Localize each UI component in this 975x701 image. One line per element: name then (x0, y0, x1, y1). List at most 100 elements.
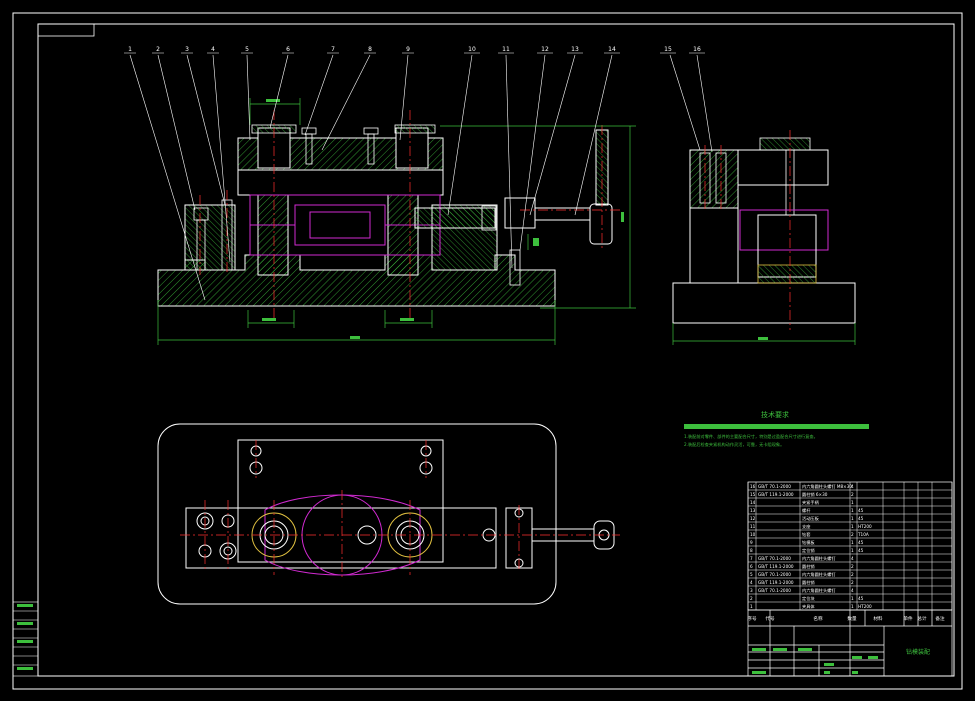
bom-cell: 5 (750, 572, 753, 577)
leader-lines (129, 54, 713, 301)
side-view (672, 130, 856, 345)
tech-req-title: 技术要求 (761, 410, 789, 419)
tech-req-bar (684, 424, 869, 429)
tech-req-line-2: 2.装配后检查夹紧机构动作灵活，可靠，无卡阻现象。 (684, 441, 784, 448)
corner-code-box (37, 23, 95, 37)
balloon-8: 8 (368, 46, 372, 53)
bom-header-cell: 数量 (847, 615, 857, 622)
bom-cell: 1 (851, 508, 854, 513)
bom-cell: 4 (750, 580, 753, 585)
bom-cell: 定位块 (802, 595, 815, 602)
bom-cell: 1 (851, 500, 854, 505)
bom-cell: 2 (851, 580, 854, 585)
bom-cell: 45 (858, 596, 864, 601)
balloon-3: 3 (185, 46, 189, 53)
bom-cell: HT200 (858, 524, 872, 529)
bom-cell: 夹紧手柄 (802, 499, 819, 506)
bom-cell: 16 (750, 484, 756, 489)
top-view (157, 423, 620, 605)
bom-cell: 内六角圆柱头螺钉 (802, 555, 836, 562)
bom-cell: 14 (750, 500, 756, 505)
bom-cell: GB/T 119.1-2000 (758, 580, 794, 585)
bom-cell: T10A (857, 532, 869, 537)
balloon-4: 4 (211, 46, 215, 53)
balloon-7: 7 (331, 46, 335, 53)
title-block (747, 609, 953, 677)
left-edge-table (12, 601, 39, 677)
bom-cell: GB/T 70.1-2000 (758, 572, 791, 577)
bom-cell: 4 (851, 588, 854, 593)
bom-cell: 2 (851, 564, 854, 569)
bom-cell: 13 (750, 508, 756, 513)
bom-cell: 支座 (802, 523, 810, 530)
balloon-10: 10 (468, 46, 476, 53)
bom-cell: 夹具体 (802, 603, 815, 610)
bom-cell: 45 (858, 540, 864, 545)
bom-cell: 3 (750, 588, 753, 593)
bom-cell: 1 (851, 516, 854, 521)
balloon-16: 16 (693, 46, 701, 53)
bom-cell: GB/T 119.1-2000 (758, 492, 794, 497)
bom-cell: 4 (851, 556, 854, 561)
bom-cell: 1 (750, 604, 753, 609)
bom-cell: 1 (851, 540, 854, 545)
part-balloons: 1 2 3 4 5 6 7 8 9 10 11 12 13 14 15 16 (128, 46, 701, 53)
bom-header-cell: 备注 (935, 615, 945, 622)
bom-cell: 45 (858, 508, 864, 513)
bom-cell: 10 (750, 532, 756, 537)
bom-cell: 定位销 (802, 547, 815, 554)
bom-cell: 9 (750, 540, 753, 545)
balloon-13: 13 (571, 46, 579, 53)
technical-requirements: 技术要求 1.装配前对零件、部件的主要配合尺寸，特别是过盈配合尺寸进行复查。 2… (684, 410, 869, 448)
bom-cell: 6 (750, 564, 753, 569)
balloon-9: 9 (406, 46, 410, 53)
balloon-15: 15 (664, 46, 672, 53)
bom-cell: 2 (851, 572, 854, 577)
bom-cell: 内六角圆柱头螺钉 (802, 571, 836, 578)
bom-cell: 12 (750, 516, 756, 521)
balloon-14: 14 (608, 46, 616, 53)
bom-cell: 8 (750, 548, 753, 553)
balloon-11: 11 (502, 46, 510, 53)
balloon-12: 12 (541, 46, 549, 53)
bom-cell: 7 (750, 556, 753, 561)
bom-cell: 圆柱销 (802, 563, 815, 570)
bom-cell: 内六角圆柱头螺钉 (802, 587, 836, 594)
bom-cell: 活动压板 (802, 515, 820, 522)
bom-cell: 2 (851, 532, 854, 537)
bom-header-cell: 代号 (765, 615, 775, 622)
bom-cell: GB/T 70.1-2000 (758, 556, 791, 561)
bom-cell: 圆柱销 6×30 (802, 491, 828, 498)
balloon-2: 2 (156, 46, 160, 53)
balloon-6: 6 (286, 46, 290, 53)
bom-cell: 内六角圆柱头螺钉 M8×30 (802, 483, 852, 490)
bom-cell: 11 (750, 524, 756, 529)
bom-cell: 1 (851, 524, 854, 529)
bom-cell: 2 (750, 596, 753, 601)
front-section-view (157, 98, 636, 345)
inner-border (37, 23, 955, 677)
bom-cell: GB/T 70.1-2000 (758, 588, 791, 593)
bom-cell: HT200 (858, 604, 872, 609)
bom-cell: 圆柱销 (802, 579, 815, 586)
drawing-title: 钻模装配 (906, 648, 930, 656)
bom-cell: 15 (750, 492, 756, 497)
bom-cell: 1 (851, 604, 854, 609)
balloon-1: 1 (128, 46, 132, 53)
bom-cell: 钻套 (802, 531, 811, 538)
bom-cell: GB/T 119.1-2000 (758, 564, 794, 569)
bom-header-cell: 材料 (873, 615, 883, 622)
tech-req-line-1: 1.装配前对零件、部件的主要配合尺寸，特别是过盈配合尺寸进行复查。 (684, 433, 818, 440)
bom-cell: GB/T 70.1-2000 (758, 484, 791, 489)
bom-header-cell: 名称 (813, 615, 823, 622)
bom-header-cell: 总计 (917, 615, 927, 622)
outer-border (12, 12, 963, 690)
bom-cell: 螺杆 (802, 507, 811, 514)
bom-header-cell: 序号 (747, 615, 757, 622)
bom-cell: 1 (851, 596, 854, 601)
title-block-fills (752, 648, 878, 674)
bom-cell: 2 (851, 492, 854, 497)
balloon-5: 5 (245, 46, 249, 53)
